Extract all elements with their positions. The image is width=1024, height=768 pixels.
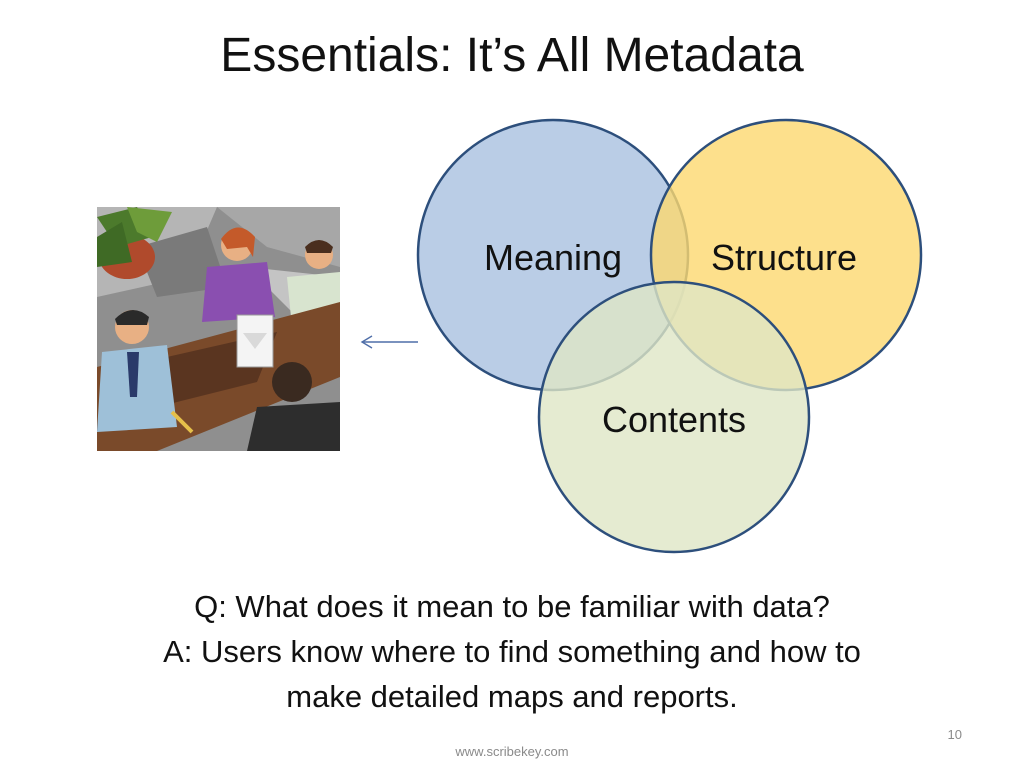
answer-text-line1: A: Users know where to find something an… <box>163 634 861 669</box>
venn-label-contents: Contents <box>602 399 746 440</box>
left-arrow-icon <box>360 335 418 349</box>
venn-circle-contents <box>537 280 811 554</box>
footer-url: www.scribekey.com <box>455 744 569 759</box>
venn-diagram: Meaning Structure Contents <box>416 118 923 554</box>
page-number: 10 <box>947 727 962 742</box>
answer-text-line2: make detailed maps and reports. <box>286 679 738 714</box>
question-text: Q: What does it mean to be familiar with… <box>194 589 830 624</box>
slide-title: Essentials: It’s All Metadata <box>220 29 804 82</box>
meeting-clipart-icon <box>97 207 340 451</box>
qa-block: Q: What does it mean to be familiar with… <box>60 584 964 719</box>
venn-label-meaning: Meaning <box>484 237 622 278</box>
venn-label-structure: Structure <box>711 237 857 278</box>
